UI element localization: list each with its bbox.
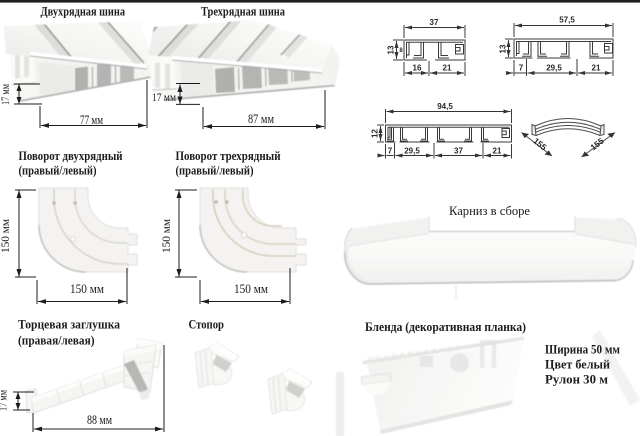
svg-text:155: 155 [531,136,549,153]
svg-text:57,5: 57,5 [559,16,575,25]
svg-text:Цвет белый: Цвет белый [545,357,610,372]
svg-text:21: 21 [493,147,502,156]
svg-text:Поворот двухрядный: Поворот двухрядный [19,148,123,163]
svg-text:Рулон 30 м: Рулон 30 м [545,372,608,387]
svg-text:77 мм: 77 мм [80,113,103,127]
svg-text:13: 13 [387,45,396,54]
svg-text:Стопор: Стопор [189,317,225,332]
svg-text:150 мм: 150 мм [159,219,173,253]
svg-text:12: 12 [371,129,380,138]
svg-text:94,5: 94,5 [437,102,453,111]
svg-text:37: 37 [454,147,463,156]
svg-text:(правая/левая): (правая/левая) [18,333,95,348]
svg-text:7: 7 [388,147,393,156]
svg-text:Трехрядная шина: Трехрядная шина [201,4,285,19]
svg-text:29,5: 29,5 [546,64,562,73]
svg-text:Карниз в сборе: Карниз в сборе [449,203,530,218]
svg-text:13: 13 [499,44,508,53]
svg-text:17 мм: 17 мм [0,389,10,411]
svg-text:Двухрядная шина: Двухрядная шина [41,4,126,19]
svg-text:150 мм: 150 мм [0,219,12,253]
svg-text:(правый/левый): (правый/левый) [176,163,254,178]
svg-text:Поворот трехрядный: Поворот трехрядный [176,148,281,163]
svg-text:Торцевая заглушка: Торцевая заглушка [18,317,120,332]
svg-text:16: 16 [413,64,422,73]
svg-text:Ширина 50 мм: Ширина 50 мм [545,342,620,357]
svg-text:150 мм: 150 мм [234,282,268,296]
svg-text:(правый/левый): (правый/левый) [19,163,97,178]
svg-text:150 мм: 150 мм [70,282,104,296]
svg-text:8: 8 [399,48,403,54]
svg-text:21: 21 [592,64,601,73]
svg-text:88 мм: 88 мм [87,413,112,427]
svg-text:21: 21 [443,64,452,73]
svg-text:17 мм: 17 мм [152,92,177,104]
svg-text:17 мм: 17 мм [0,83,12,105]
svg-text:87 мм: 87 мм [248,112,274,126]
svg-text:Бленда (декоративная планка): Бленда (декоративная планка) [365,320,526,334]
svg-text:29,5: 29,5 [404,147,420,156]
svg-text:7: 7 [519,64,524,73]
svg-text:37: 37 [430,18,439,27]
